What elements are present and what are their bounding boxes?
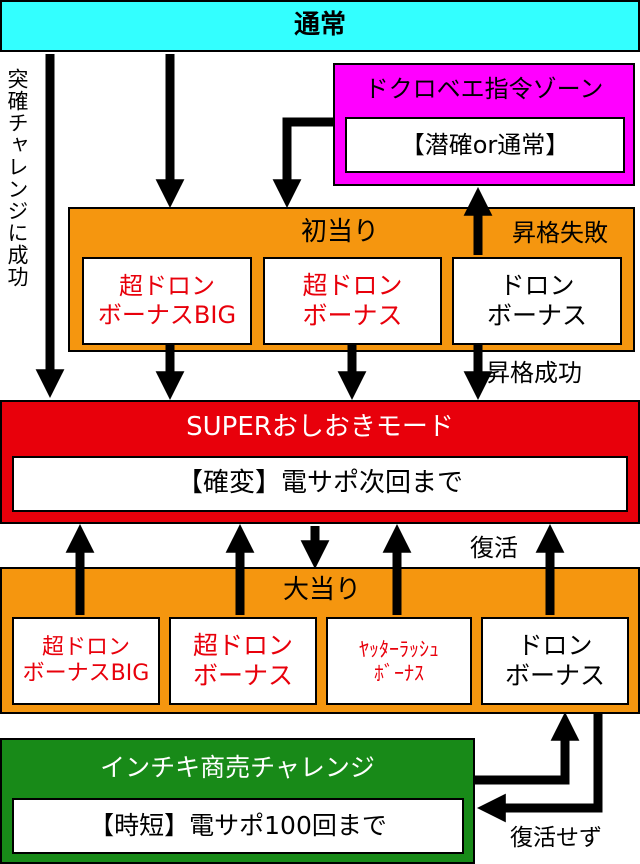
first-hit-super-line1: 超ドロン <box>302 271 403 300</box>
first-hit-super-big-line2: ボーナスBIG <box>97 301 237 329</box>
first-hit-title: 初当り <box>300 217 379 248</box>
big-hit-super-line1: 超ドロン <box>192 631 293 660</box>
promote-fail-label: 昇格失敗 <box>512 218 608 247</box>
inchiki-challenge-inner: 【時短】電サポ100回まで <box>12 798 464 854</box>
side-label-text: 突確チャレンジに成功 <box>5 68 29 288</box>
promote-success-label: 昇格成功 <box>486 359 582 387</box>
big-hit-doron-line1: ドロン <box>517 631 593 660</box>
super-mode-panel: SUPERおしおきモード 【確変】電サポ次回まで <box>0 400 640 524</box>
first-hit-doron-line2: ボーナス <box>486 301 587 330</box>
arrow-dokuro-to-first-hit <box>272 117 333 208</box>
first-hit-super: 超ドロン ボーナス <box>263 257 442 345</box>
first-hit-super-big-line1: 超ドロン <box>119 272 215 301</box>
big-hit-yatta-rush: ﾔｯﾀｰﾗｯｼｭ ﾎﾞｰﾅｽ <box>326 617 472 705</box>
revive-fail-label: 復活せず <box>510 825 602 851</box>
dokurobee-zone-title: ドクロベエ指令ゾーン <box>364 74 604 103</box>
big-hit-panel: 大当り 超ドロン ボーナスBIG 超ドロン ボーナス ﾔｯﾀｰﾗｯｼｭ ﾎﾞｰﾅ… <box>0 567 640 714</box>
super-mode-title: SUPERおしおきモード <box>186 412 454 443</box>
side-label-sudden-chance: 突確チャレンジに成功 <box>2 68 32 380</box>
dokurobee-zone: ドクロベエ指令ゾーン 【潜確or通常】 <box>333 63 635 186</box>
revive-label: 復活 <box>470 534 518 562</box>
big-hit-super-big-line2: ボーナスBIG <box>22 661 150 686</box>
big-hit-doron: ドロン ボーナス <box>481 617 629 705</box>
big-hit-title: 大当り <box>282 575 361 606</box>
super-mode-inner: 【確変】電サポ次回まで <box>12 456 628 512</box>
inchiki-challenge-title: インチキ商売チャレンジ <box>100 753 375 782</box>
normal-state-title: 通常 <box>293 10 346 41</box>
first-hit-super-line2: ボーナス <box>302 301 403 330</box>
big-hit-yatta-rush-line2: ﾎﾞｰﾅｽ <box>374 661 424 685</box>
first-hit-super-big: 超ドロン ボーナスBIG <box>82 257 252 345</box>
first-hit-doron-line1: ドロン <box>499 271 575 300</box>
dokurobee-zone-inner: 【潜確or通常】 <box>345 117 625 173</box>
big-hit-super-line2: ボーナス <box>192 661 293 690</box>
arrow-inchiki-to-doron <box>475 712 580 785</box>
first-hit-doron: ドロン ボーナス <box>452 257 622 345</box>
arrow-revive-fail <box>477 712 603 823</box>
big-hit-super-big-line1: 超ドロン <box>41 634 130 660</box>
big-hit-yatta-rush-line1: ﾔｯﾀｰﾗｯｼｭ <box>359 637 439 661</box>
big-hit-super-big: 超ドロン ボーナスBIG <box>12 617 160 705</box>
normal-state-bar: 通常 <box>0 0 640 52</box>
inchiki-challenge-panel: インチキ商売チャレンジ 【時短】電サポ100回まで <box>0 738 475 864</box>
big-hit-super: 超ドロン ボーナス <box>169 617 317 705</box>
big-hit-doron-line2: ボーナス <box>504 661 605 690</box>
